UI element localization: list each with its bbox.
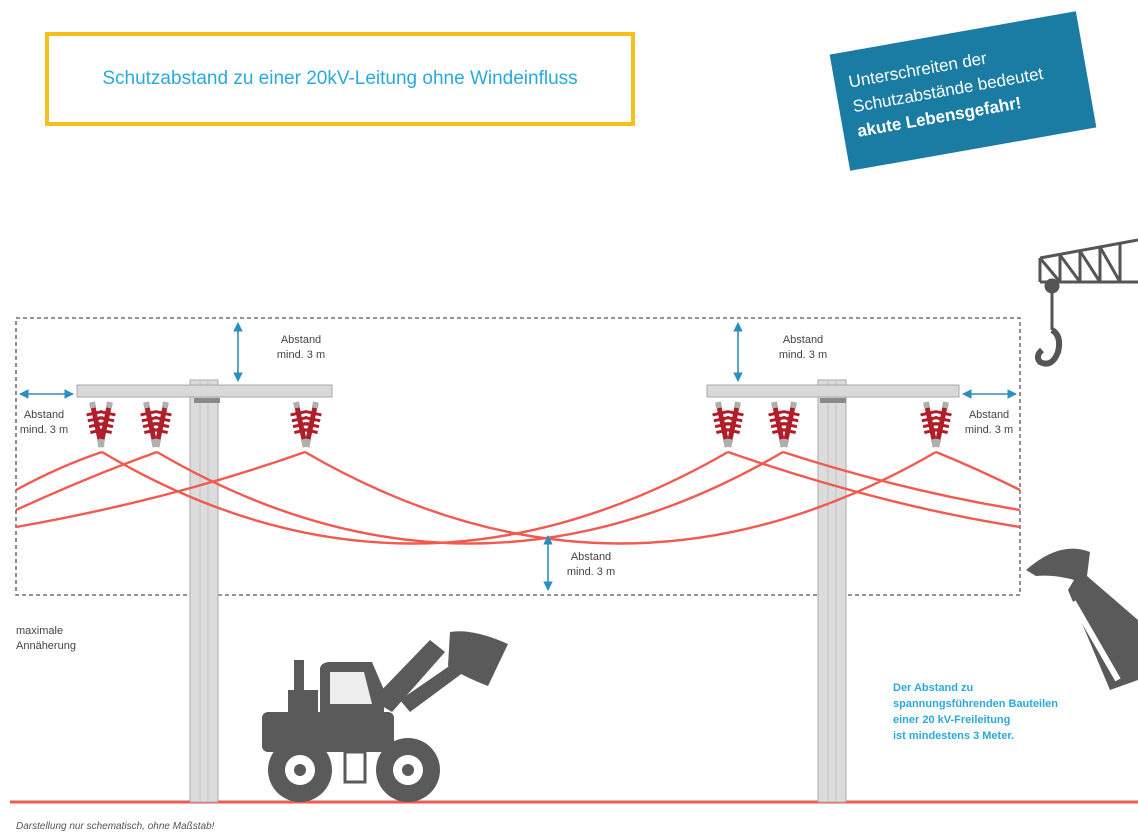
wheel-loader <box>262 631 508 802</box>
distance-label-top-right: Abstand mind. 3 m <box>778 334 828 361</box>
distance-label-side-left: Abstand mind. 3 m <box>19 409 69 436</box>
left-pole <box>76 379 333 803</box>
right-pole <box>706 379 960 803</box>
distance-label-side-right: Abstand mind. 3 m <box>964 409 1014 436</box>
title-box: Schutzabstand zu einer 20kV-Leitung ohne… <box>45 32 635 126</box>
safety-zone-boundary <box>15 317 1021 596</box>
distance-label-bottom: Abstand mind. 3 m <box>566 551 616 578</box>
diagram-title: Schutzabstand zu einer 20kV-Leitung ohne… <box>102 68 578 89</box>
maximum-approach-label: maximale Annäherung <box>16 625 76 652</box>
excavator-arm <box>1026 548 1138 690</box>
distance-arrows <box>19 322 1017 591</box>
footnote: Darstellung nur schematisch, ohne Maßsta… <box>16 821 215 832</box>
conductor-wires <box>15 450 1021 545</box>
distance-label-top-left: Abstand mind. 3 m <box>276 334 326 361</box>
crane <box>1034 238 1138 367</box>
distance-info-text: Der Abstand zu spannungsführenden Bautei… <box>893 682 1059 742</box>
